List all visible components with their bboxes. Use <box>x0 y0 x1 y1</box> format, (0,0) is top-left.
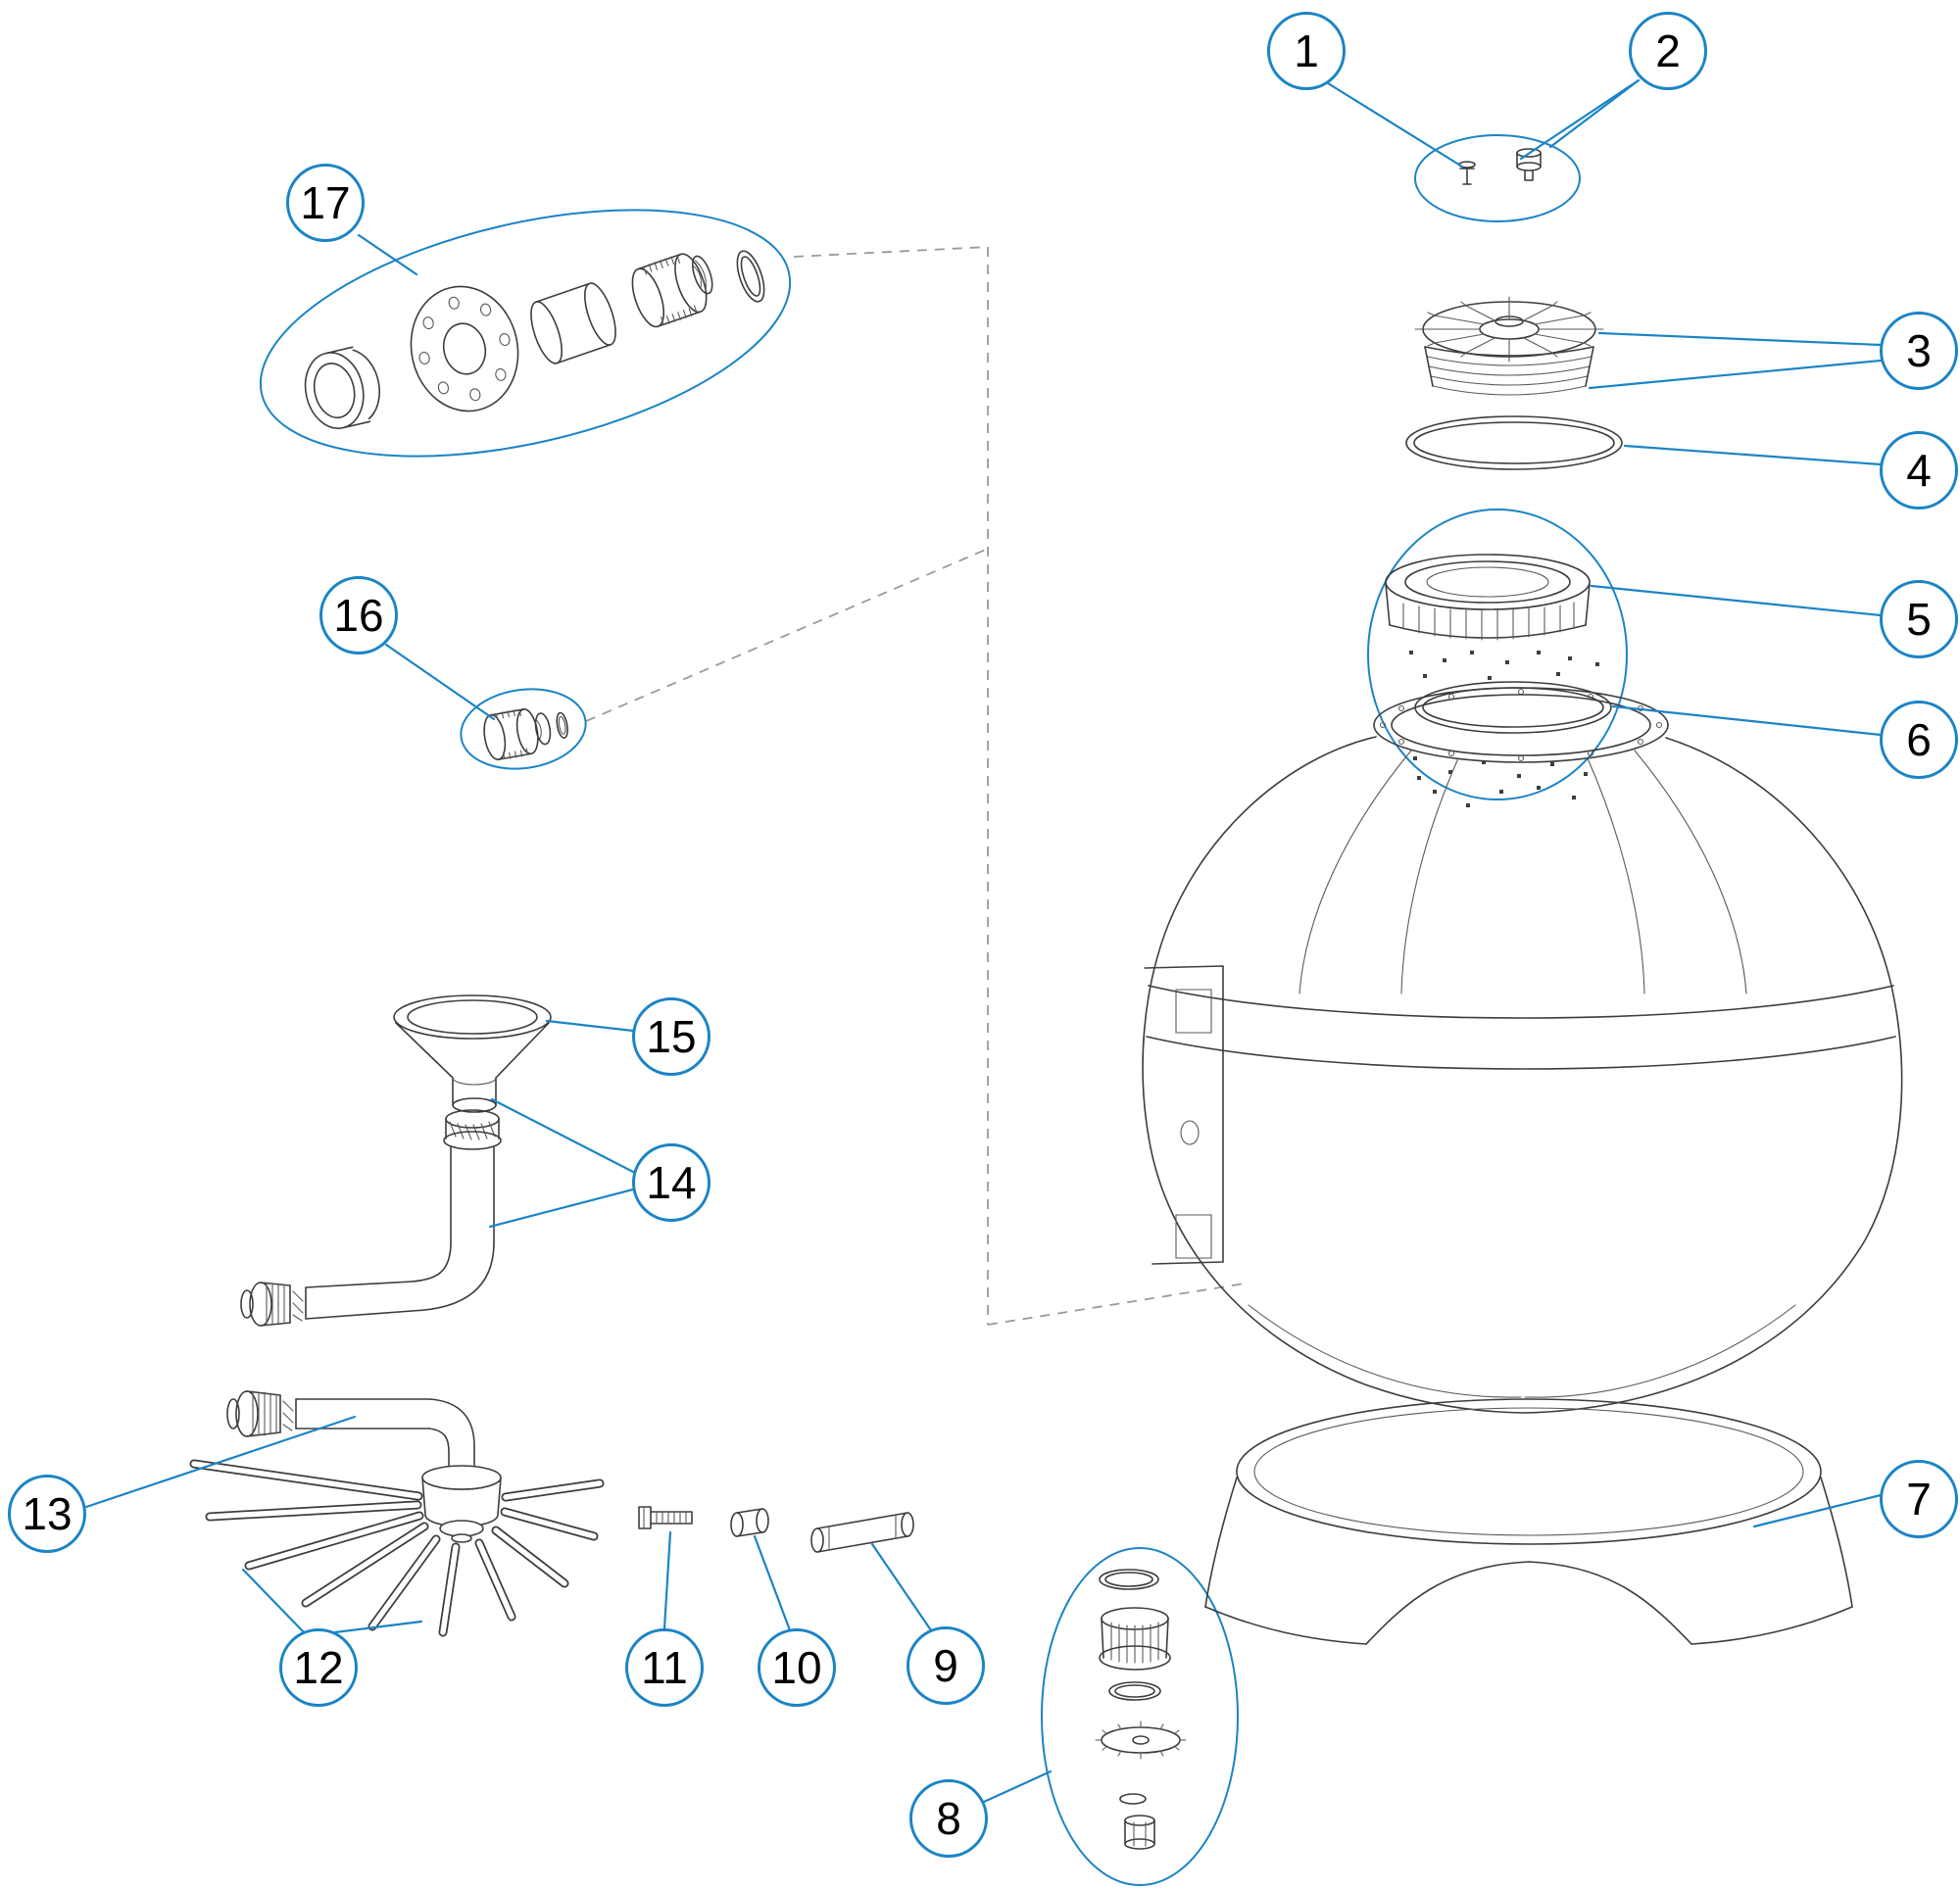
spacer-sleeve <box>730 1508 769 1537</box>
callout-3: 3 <box>1880 312 1958 390</box>
group-ellipses <box>259 134 1628 1886</box>
callout-17: 17 <box>286 164 365 242</box>
drain-bolt <box>638 1506 693 1529</box>
callout-12: 12 <box>279 1628 358 1707</box>
callout-5: 5 <box>1880 580 1958 658</box>
dashed-reference-lines <box>585 246 1246 1326</box>
overflow-tube <box>810 1512 914 1553</box>
callout-15: 15 <box>632 997 710 1076</box>
callout-2: 2 <box>1629 12 1707 90</box>
sand-grains <box>1409 651 1599 807</box>
diffuser-funnel <box>393 994 552 1113</box>
callout-7: 7 <box>1880 1460 1958 1538</box>
standpipe-elbow <box>240 1109 502 1327</box>
callout-8: 8 <box>909 1779 988 1858</box>
callout-10: 10 <box>758 1628 836 1707</box>
collar-o-ring <box>1414 681 1612 734</box>
lateral-tubes <box>189 1459 605 1637</box>
leader-lines <box>84 78 1883 1804</box>
threaded-collar <box>1385 554 1591 641</box>
callout-9: 9 <box>906 1626 985 1705</box>
callout-14: 14 <box>632 1143 710 1222</box>
callout-16: 16 <box>319 576 398 654</box>
half-union <box>483 708 568 761</box>
vent-screw-and-plug <box>1458 148 1542 185</box>
callout-6: 6 <box>1880 701 1958 779</box>
callout-4: 4 <box>1880 431 1958 509</box>
filter-lid <box>1414 296 1604 396</box>
callout-1: 1 <box>1267 12 1346 90</box>
lid-o-ring <box>1405 415 1623 470</box>
lateral-assembly <box>189 1390 605 1637</box>
callout-13: 13 <box>8 1475 86 1553</box>
tank-base <box>1204 1398 1853 1645</box>
drain-assembly <box>1095 1569 1187 1850</box>
callout-11: 11 <box>625 1628 704 1707</box>
flange-union-kit <box>304 250 765 429</box>
